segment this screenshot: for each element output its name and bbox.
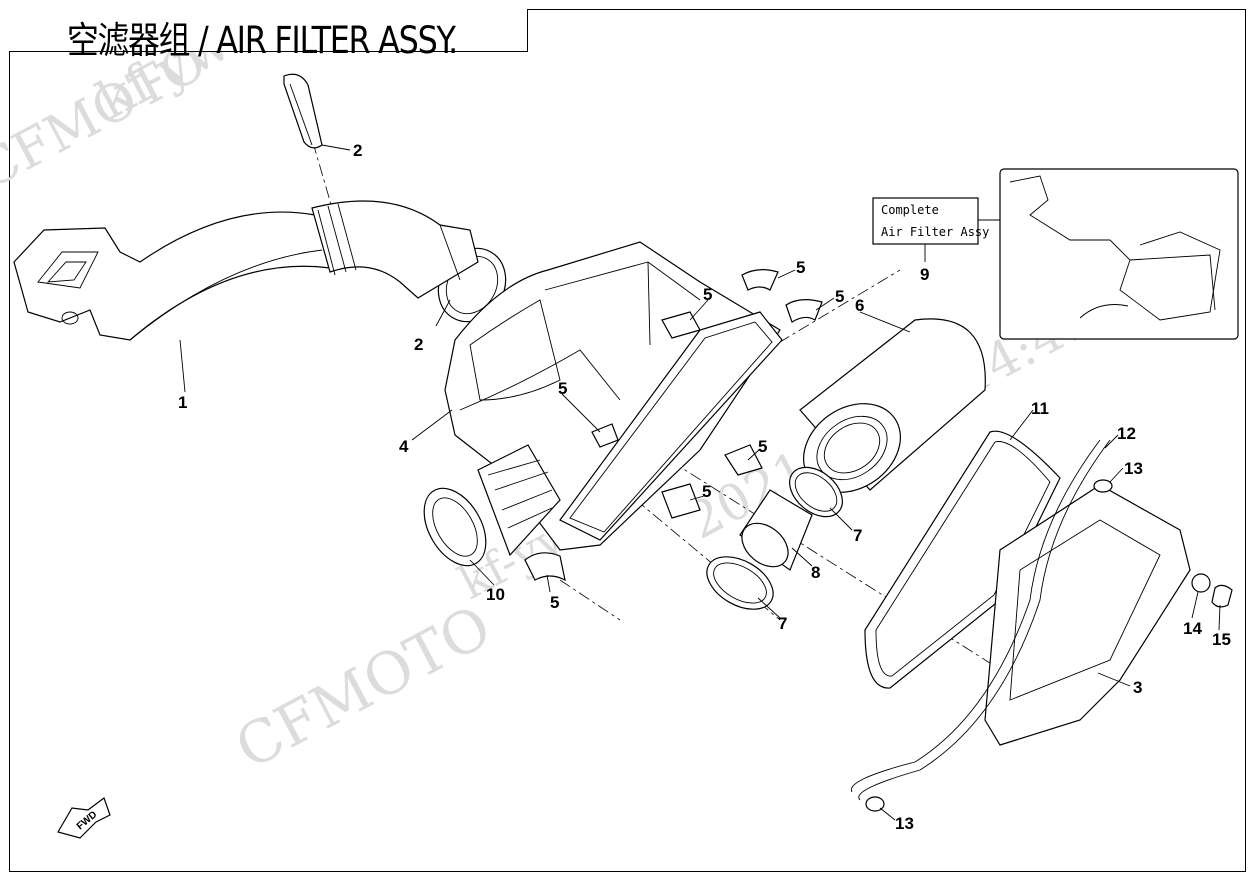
callout-10: 10 <box>486 585 505 604</box>
callout-6: 6 <box>855 296 864 315</box>
callout-13-lower: 13 <box>895 814 914 833</box>
part-7-clamp-upper <box>789 466 843 518</box>
part-7-clamp-lower <box>706 556 774 610</box>
callout-7-lower: 7 <box>778 614 787 633</box>
callout-5-e: 5 <box>758 437 767 456</box>
callout-5-a: 5 <box>558 379 567 398</box>
part-6-filter-element <box>799 318 986 493</box>
callout-5-g: 5 <box>550 593 559 612</box>
callout-8: 8 <box>811 563 820 582</box>
part-10-intake-boot <box>423 444 561 567</box>
watermark-brand: CFMOTO <box>225 592 502 782</box>
drawing-frame <box>9 9 1246 872</box>
page-title: 空滤器组 / AIR FILTER ASSY. <box>67 19 458 62</box>
callout-5-f: 5 <box>702 482 711 501</box>
air-box-seal-frame <box>559 311 783 541</box>
part-5-clips <box>524 269 823 582</box>
leader-lines <box>179 144 1221 821</box>
callout-labels: 1 2 2 3 4 5 5 5 5 5 5 5 6 7 7 8 9 10 11 … <box>178 141 1231 833</box>
callout-7-upper: 7 <box>853 526 862 545</box>
part-13-clamp-upper <box>1093 479 1113 493</box>
complete-assy-line2: Air Filter Assy <box>881 225 989 239</box>
callout-5-c: 5 <box>796 258 805 277</box>
part-2-seal-top <box>283 73 323 149</box>
callout-2-top: 2 <box>353 141 362 160</box>
part-12-breather-hose <box>850 439 1111 801</box>
callout-1: 1 <box>178 393 187 412</box>
callout-12: 12 <box>1117 424 1136 443</box>
duct-elbow <box>311 200 479 299</box>
fwd-direction-badge: FWD <box>57 797 111 839</box>
part-15-cap <box>1211 584 1233 608</box>
part-14-clamp <box>1191 573 1211 593</box>
part-1-intake-duct <box>13 211 331 341</box>
complete-assy-line1: Complete <box>881 203 939 217</box>
callout-9: 9 <box>920 265 929 284</box>
part-3-air-box-cover <box>984 484 1191 746</box>
callout-5-d: 5 <box>835 287 844 306</box>
callout-3: 3 <box>1133 678 1142 697</box>
callout-2-elbow: 2 <box>414 335 423 354</box>
callout-15: 15 <box>1212 630 1231 649</box>
complete-assy-inset: Complete Air Filter Assy <box>872 168 1239 340</box>
part-13-clamp-lower <box>865 796 885 812</box>
callout-5-b: 5 <box>703 285 712 304</box>
callout-11: 11 <box>1031 399 1049 418</box>
callout-4: 4 <box>399 437 409 456</box>
callout-14: 14 <box>1183 619 1202 638</box>
title-box: 空滤器组 / AIR FILTER ASSY. <box>9 9 528 62</box>
part-11-cover-gasket <box>864 430 1061 689</box>
callout-13-upper: 13 <box>1124 459 1143 478</box>
